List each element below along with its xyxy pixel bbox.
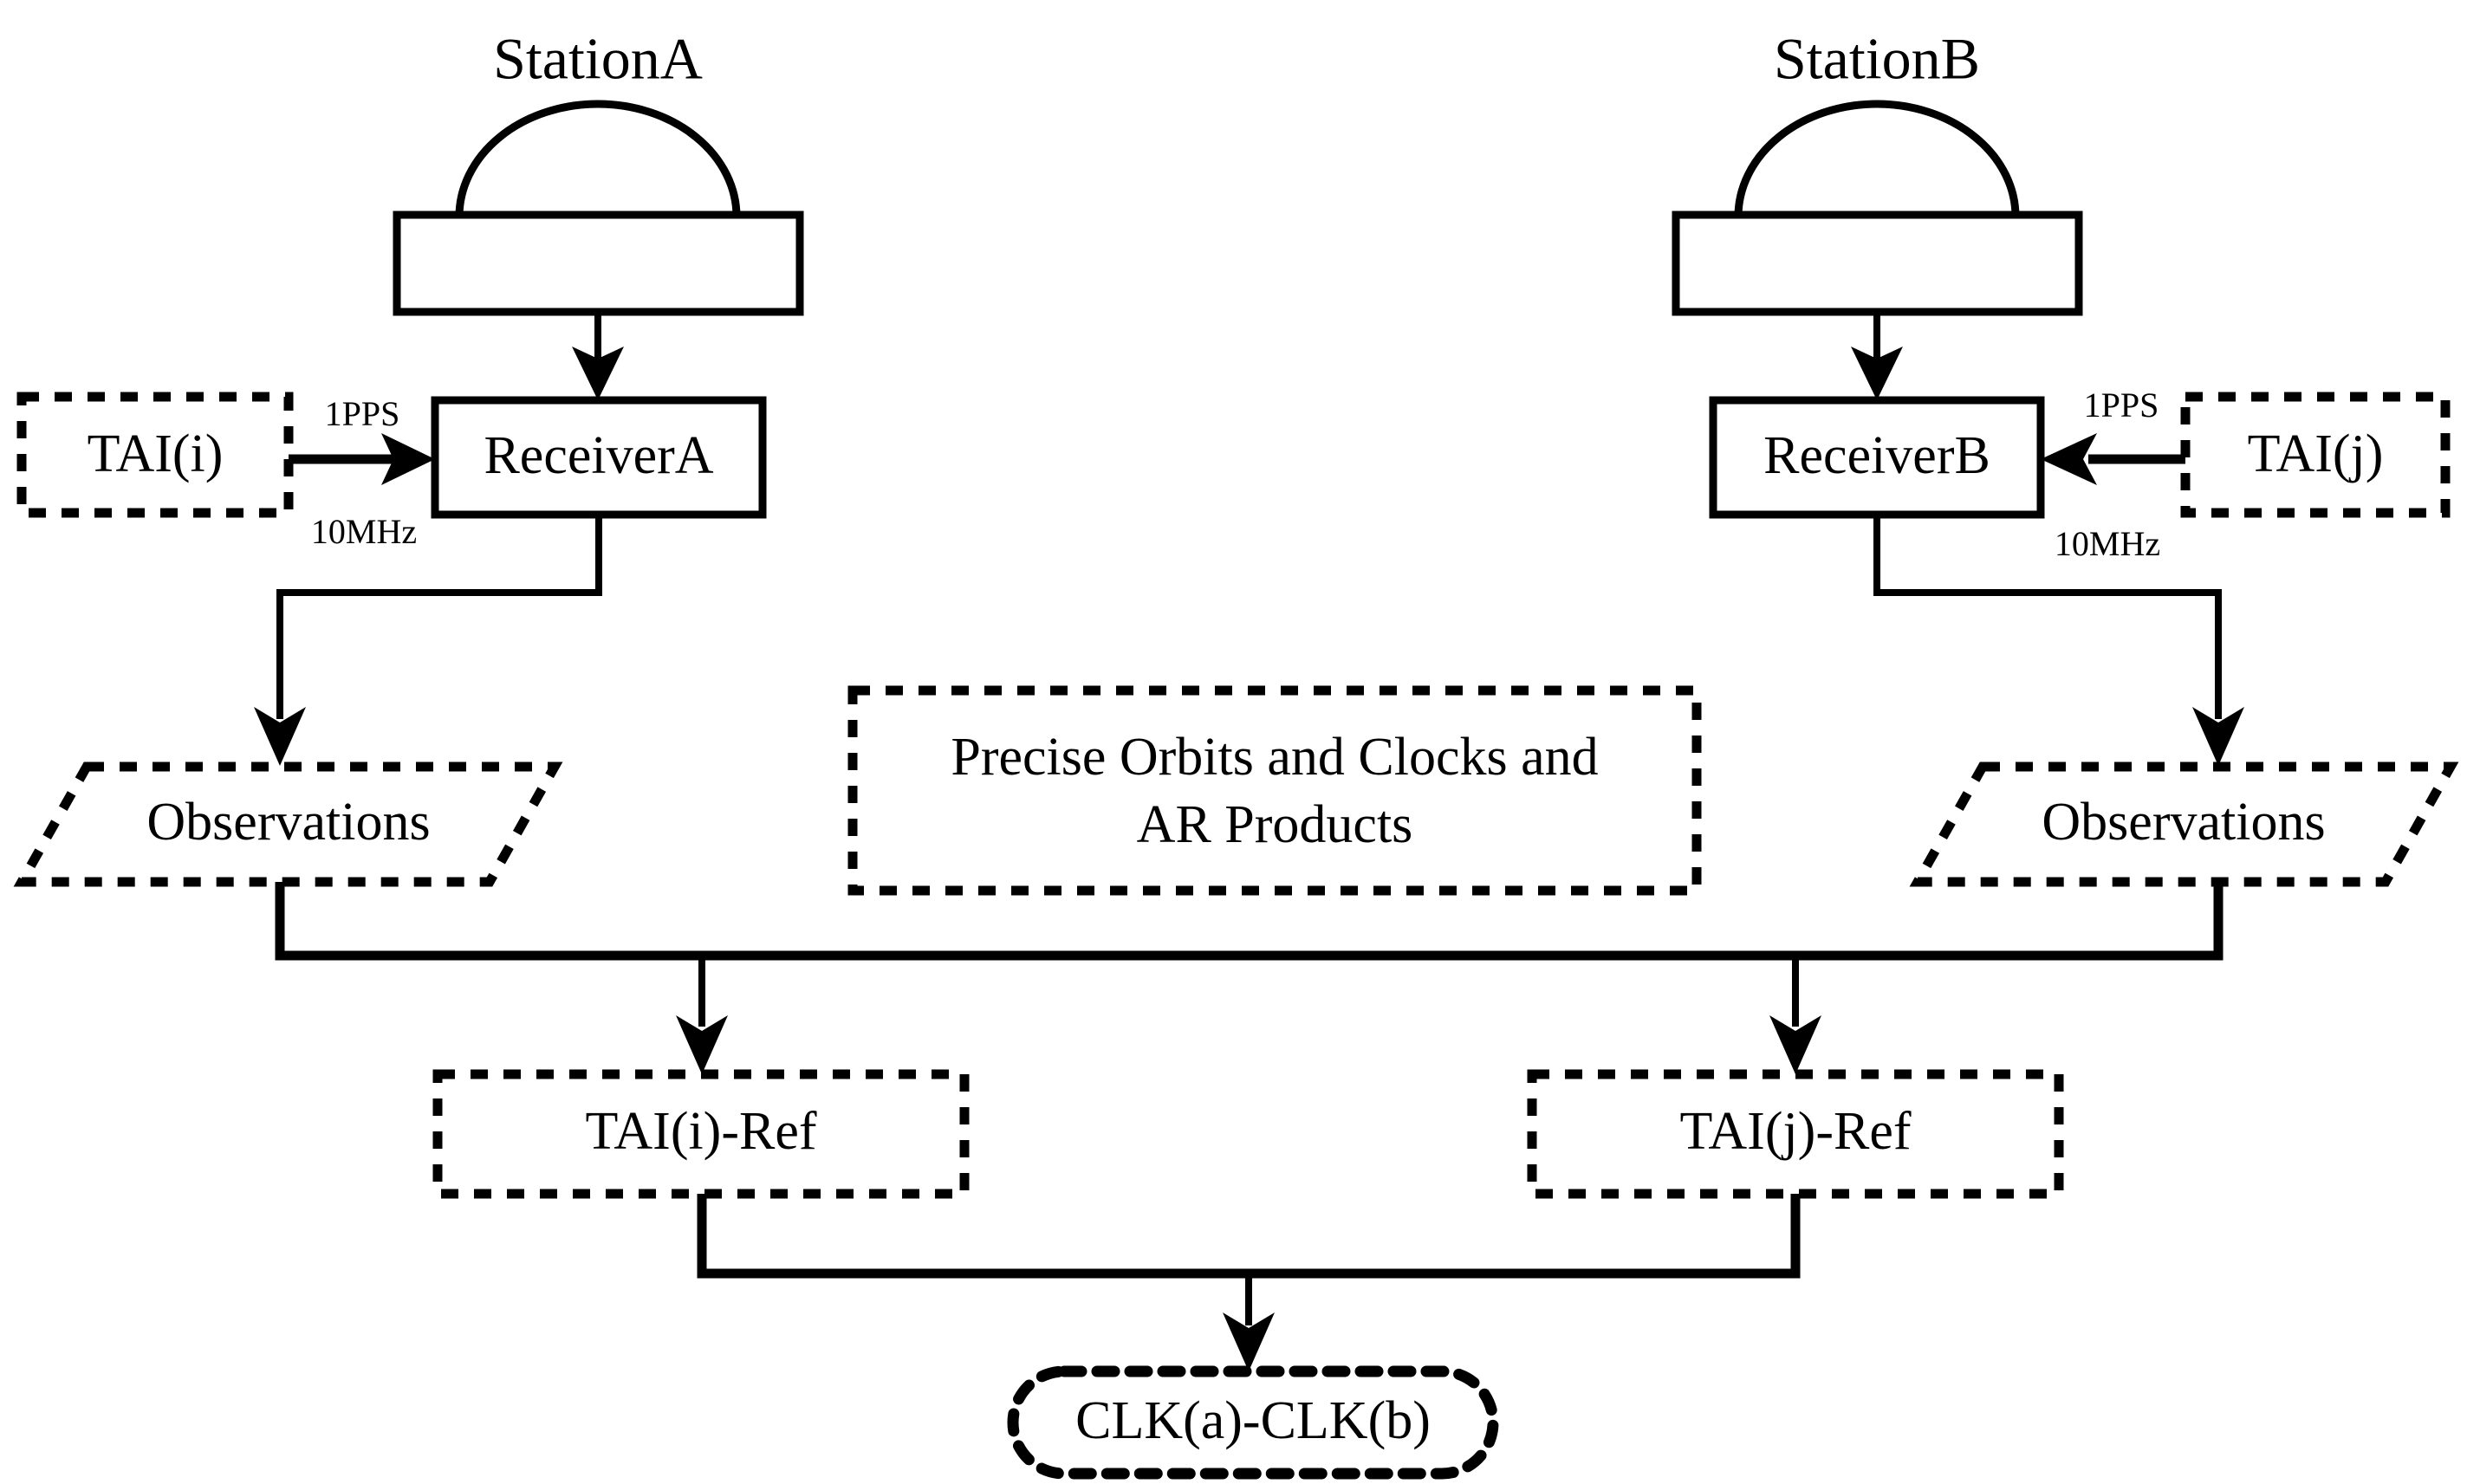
tai-j-label: TAI(j) — [2248, 424, 2384, 483]
observations-right-label: Observations — [2042, 793, 2325, 852]
edge-label-left-10mhz: 10MHz — [311, 512, 417, 551]
receiver-a-label: ReceiverA — [484, 426, 713, 485]
antenna-base-a — [393, 211, 804, 316]
bus-observations-to-refs — [275, 882, 2224, 961]
station-b-title: StationB — [1774, 26, 1980, 92]
arrowhead-bus-to-tai-j-ref — [1769, 1015, 1821, 1074]
edge-label-right-1pps: 1PPS — [2084, 386, 2159, 424]
observations-left-shape — [13, 761, 563, 887]
receiver-a-box — [431, 396, 767, 519]
receiver-b-label: ReceiverB — [1763, 426, 1990, 485]
edge-label-left-1pps: 1PPS — [325, 394, 400, 433]
antenna-dome-b-icon — [1734, 100, 2020, 217]
clk-diff-label: CLK(a)-CLK(b) — [1075, 1391, 1431, 1450]
tai-i-ref-label: TAI(i)-Ref — [585, 1102, 816, 1161]
arrowhead-receiver-a-to-observations-left — [254, 707, 306, 766]
precise-products-line2: AR Products — [1137, 795, 1413, 854]
antenna-dome-a-icon — [455, 100, 741, 217]
observations-right-shape — [1909, 761, 2459, 887]
tai-i-ref-box — [432, 1069, 970, 1199]
precise-products-line1: Precise Orbits and Clocks and — [951, 728, 1598, 787]
edge-receiver-a-to-observations-left — [276, 515, 602, 719]
arrowhead-receiver-b-to-observations-right — [2192, 707, 2244, 766]
tai-j-ref-box — [1527, 1069, 2064, 1199]
arrowhead-tai-i-to-receiver-a — [381, 433, 435, 485]
tai-j-ref-label: TAI(j)-Ref — [1679, 1102, 1911, 1161]
clk-diff-box — [1007, 1365, 1499, 1480]
arrowhead-tai-j-to-receiver-b — [2041, 433, 2097, 485]
edge-label-right-10mhz: 10MHz — [2055, 524, 2160, 563]
arrowhead-bus-to-clk — [1223, 1312, 1275, 1371]
bus-refs-to-clk — [697, 1194, 1801, 1279]
tai-j-box — [2180, 392, 2451, 518]
station-a-title: StationA — [493, 26, 703, 92]
tai-i-box — [16, 392, 294, 518]
receiver-b-box — [1709, 396, 2045, 519]
arrowhead-antenna-a-to-receiver-a — [572, 347, 624, 400]
arrowhead-antenna-b-to-receiver-b — [1851, 347, 1903, 400]
precise-products-box — [847, 685, 1702, 896]
arrowhead-bus-to-tai-i-ref — [676, 1015, 728, 1074]
tai-i-label: TAI(i) — [88, 424, 224, 483]
observations-left-label: Observations — [146, 793, 430, 852]
edge-receiver-b-to-observations-right — [1873, 515, 2222, 719]
antenna-base-b — [1672, 211, 2083, 316]
